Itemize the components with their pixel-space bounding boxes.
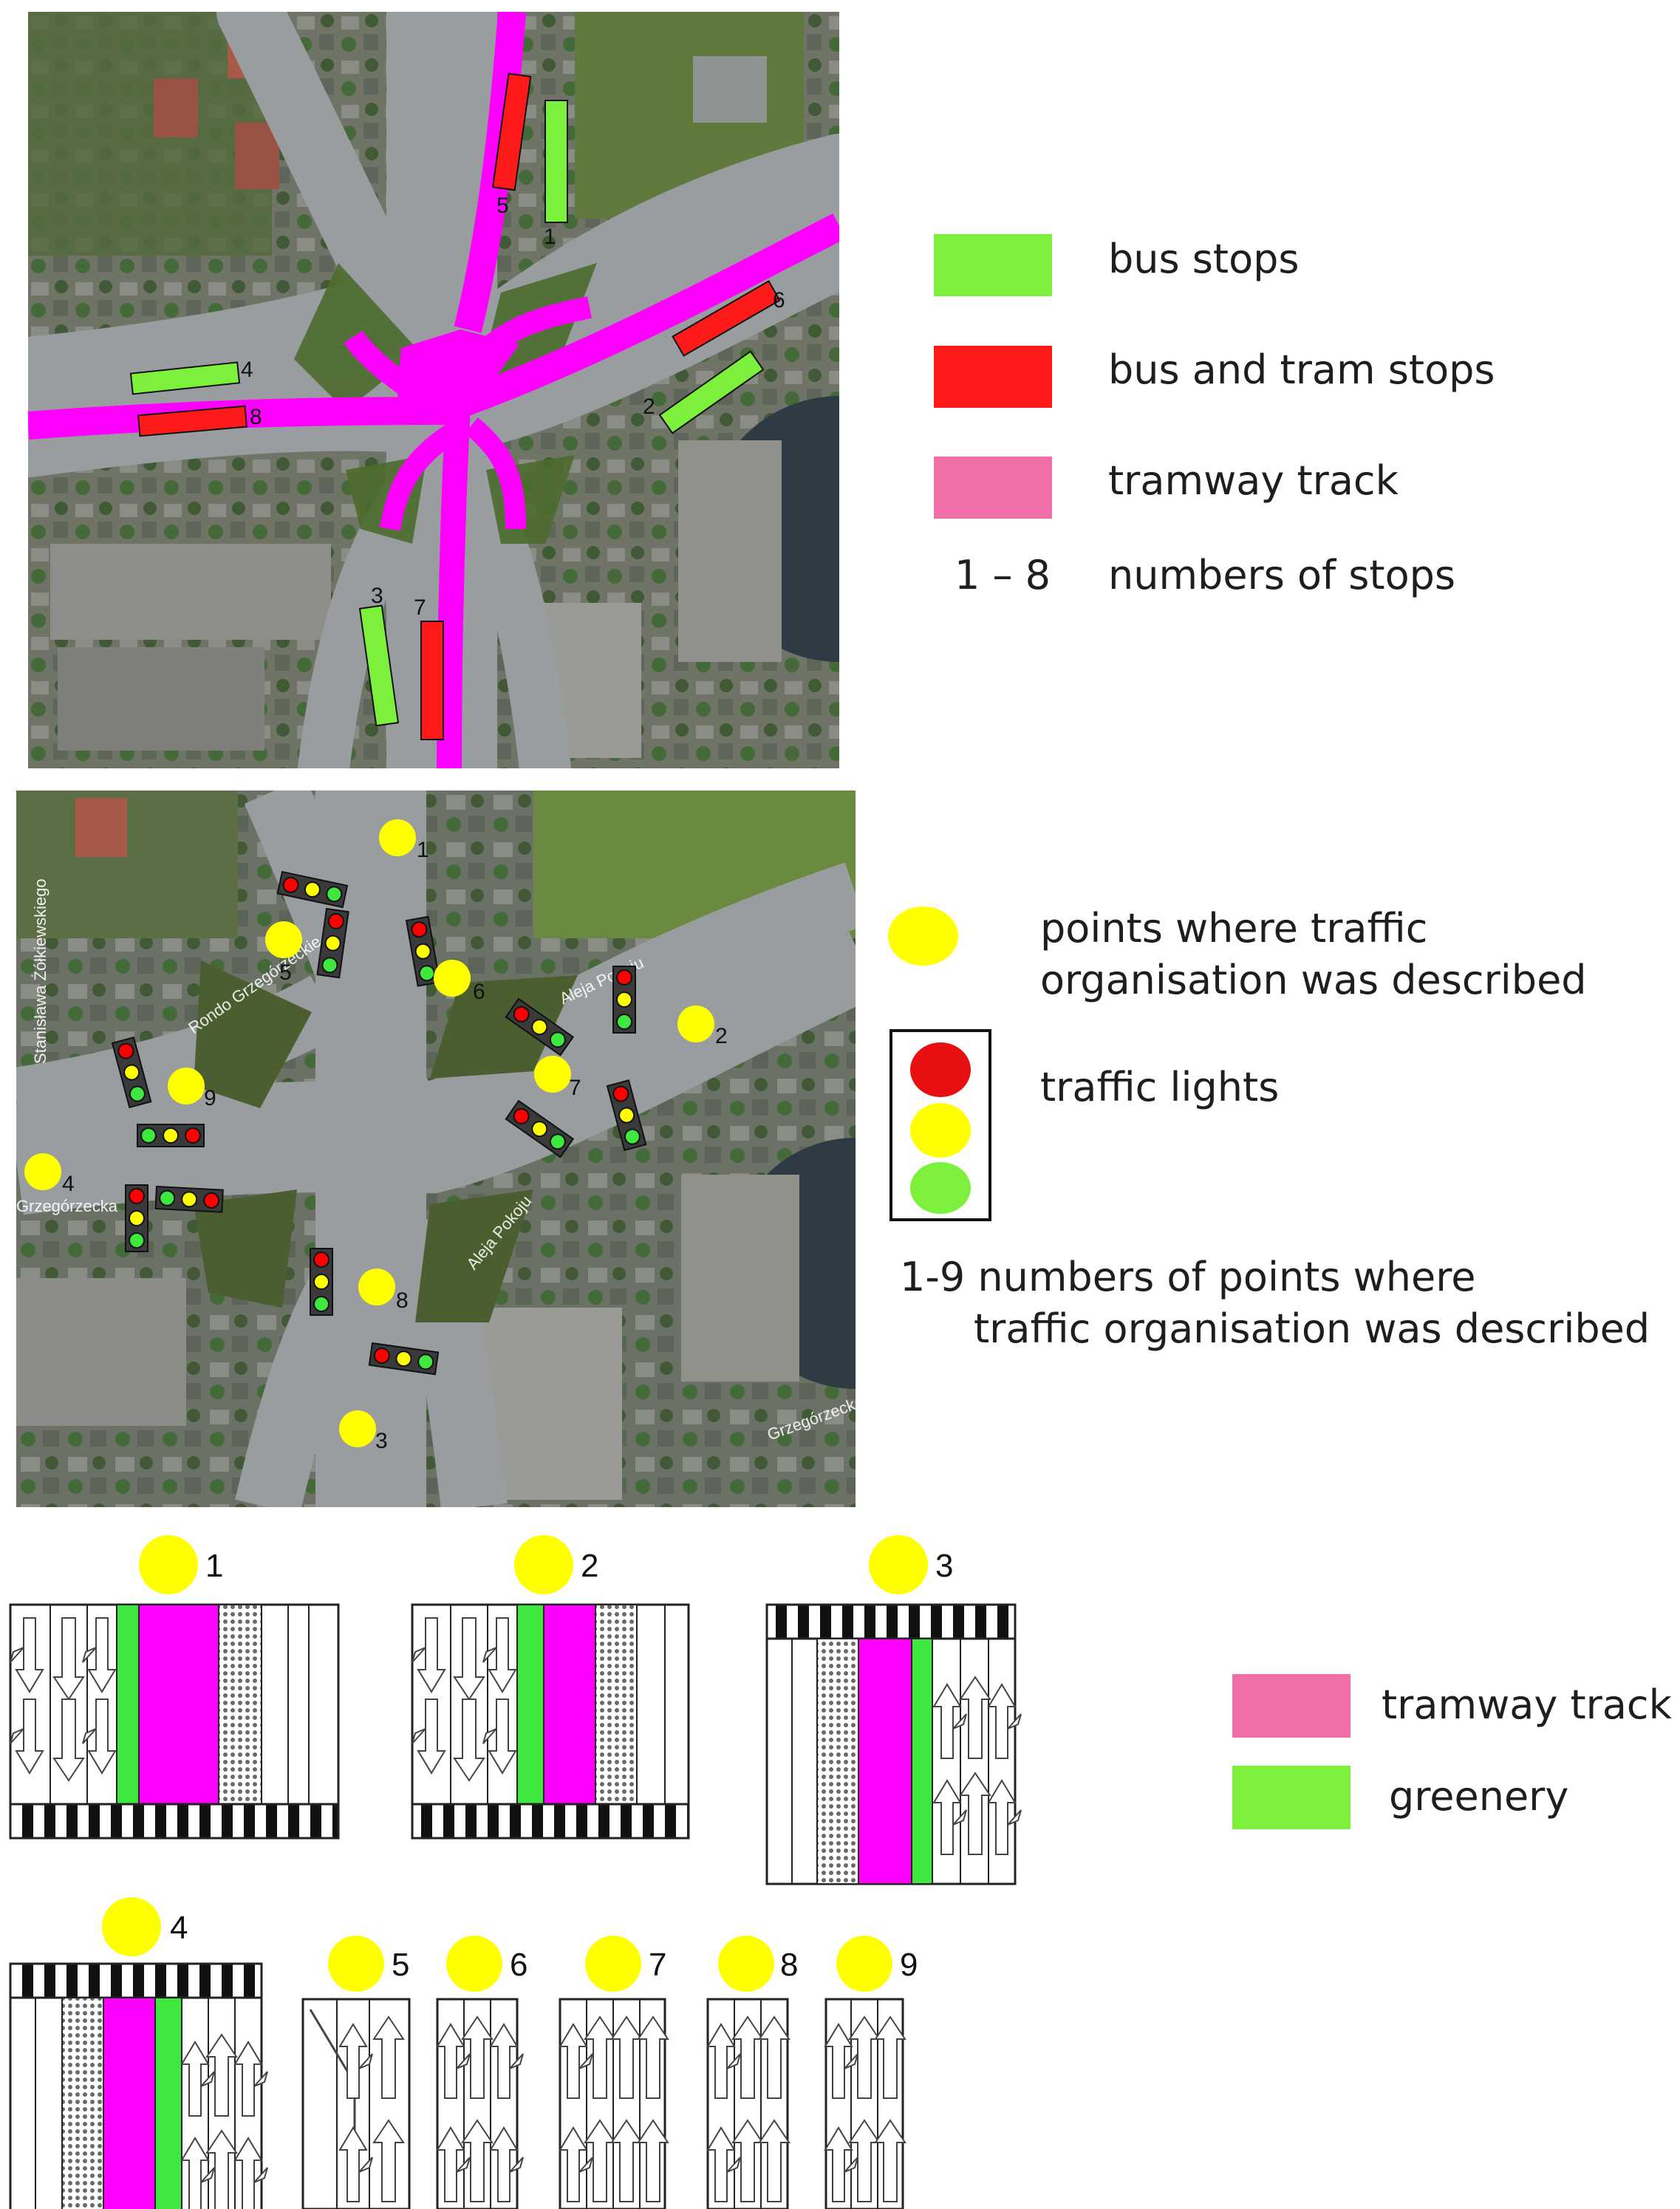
traffic-light xyxy=(405,915,441,987)
diagram-point-2 xyxy=(514,1535,573,1594)
point-number-2: 2 xyxy=(715,1024,728,1048)
point-number-4: 4 xyxy=(62,1172,75,1196)
diagram-point-9 xyxy=(836,1936,892,1992)
point-number-6: 6 xyxy=(473,980,485,1004)
point-number-8: 8 xyxy=(396,1288,409,1313)
lane-diagram-7: 7 xyxy=(559,1936,669,2209)
diagram-number-5: 5 xyxy=(392,1947,409,1983)
legend-point-icon xyxy=(888,907,958,966)
point-number-1: 1 xyxy=(417,838,429,862)
traffic-light xyxy=(316,907,349,979)
point-marker-9 xyxy=(168,1068,205,1104)
stop-number-4: 4 xyxy=(241,358,253,382)
point-marker-4 xyxy=(24,1153,61,1190)
stop-number-8: 8 xyxy=(250,405,262,429)
stop-number-5: 5 xyxy=(496,194,509,218)
street-label-grzegorzecka-1: Grzegórzecka xyxy=(16,1197,118,1215)
stop-number-3: 3 xyxy=(371,584,383,608)
diagram-point-3 xyxy=(869,1535,928,1594)
legend-traffic-light-icon xyxy=(889,1029,991,1221)
legend-swatch-tramway xyxy=(934,457,1052,519)
diagram-legend-swatch-tramway xyxy=(1232,1674,1351,1738)
diagram-point-7 xyxy=(585,1936,641,1992)
traffic-light xyxy=(111,1037,152,1109)
stops-map-image: 1 2 3 4 5 6 7 8 xyxy=(0,0,972,824)
legend-swatch-bus-tram-stops xyxy=(934,346,1052,408)
diagram-legend-swatch-greenery xyxy=(1232,1766,1351,1829)
legend-numbers-label: numbers of stops xyxy=(1108,552,1456,598)
traffic-light xyxy=(505,997,575,1056)
diagram-number-3: 3 xyxy=(935,1548,953,1584)
legend-swatch-bus-stops xyxy=(934,234,1052,296)
traffic-light xyxy=(125,1184,148,1252)
street-label-zolkiewskiego: Stanisława Żółkiewskiego xyxy=(31,878,49,1064)
diagram-point-8 xyxy=(718,1936,774,1992)
diagram-point-1 xyxy=(139,1535,198,1594)
legend-label-bus-stops: bus stops xyxy=(1108,236,1300,282)
point-marker-3 xyxy=(339,1410,376,1447)
traffic-points-map-image: Rondo Grzegórzeckie Aleja Pokoju Aleja P… xyxy=(9,776,981,1515)
legend-lights-label: traffic lights xyxy=(1040,1064,1280,1110)
legend-numbers-line1: 1-9 numbers of points where xyxy=(900,1254,1476,1300)
point-marker-8 xyxy=(358,1269,395,1305)
lane-diagram-3: 3 xyxy=(765,1535,1022,1885)
lane-diagram-1: 1 xyxy=(9,1535,340,1840)
stop-number-7: 7 xyxy=(414,595,426,620)
traffic-light xyxy=(606,1079,647,1152)
point-marker-7 xyxy=(534,1056,571,1093)
lane-diagram-9: 9 xyxy=(824,1936,918,2209)
traffic-light xyxy=(154,1185,224,1213)
diagram-point-4 xyxy=(102,1897,161,1956)
diagram-point-5 xyxy=(328,1936,384,1992)
stop-number-1: 1 xyxy=(544,225,556,249)
traffic-points-map: Rondo Grzegórzeckie Aleja Pokoju Aleja P… xyxy=(9,776,981,1515)
diagram-legend-label-greenery: greenery xyxy=(1389,1773,1568,1820)
diagram-number-4: 4 xyxy=(170,1910,188,1946)
traffic-light xyxy=(505,1099,575,1158)
diagram-number-9: 9 xyxy=(900,1947,918,1983)
lane-diagrams: 1 2 3 xyxy=(9,1535,1673,2209)
lane-diagram-6: 6 xyxy=(436,1936,527,2209)
traffic-light xyxy=(137,1124,205,1147)
traffic-light xyxy=(276,870,349,909)
legend-numbers-line2: traffic organisation was described xyxy=(974,1305,1650,1352)
legend-label-bus-tram-stops: bus and tram stops xyxy=(1108,346,1495,393)
point-marker-1 xyxy=(379,819,416,856)
point-marker-6 xyxy=(434,960,471,997)
diagram-legend-label-tramway: tramway track xyxy=(1382,1681,1673,1728)
point-number-3: 3 xyxy=(375,1429,388,1453)
stops-map: 1 2 3 4 5 6 7 8 xyxy=(0,0,972,824)
point-marker-2 xyxy=(677,1006,714,1042)
legend-points-label: points where traffic organisation was de… xyxy=(1040,905,1587,1003)
diagram-point-6 xyxy=(446,1936,502,1992)
stop-number-6: 6 xyxy=(773,288,785,313)
point-number-5: 5 xyxy=(279,960,292,985)
diagram-number-7: 7 xyxy=(649,1947,666,1983)
point-number-7: 7 xyxy=(569,1076,581,1100)
traffic-light xyxy=(310,1248,333,1316)
traffic-light xyxy=(368,1342,440,1376)
lane-diagram-4: 4 xyxy=(9,1897,268,2209)
diagram-number-8: 8 xyxy=(780,1947,798,1983)
diagram-number-1: 1 xyxy=(205,1548,223,1584)
point-marker-5 xyxy=(265,921,302,958)
stop-number-2: 2 xyxy=(643,395,655,419)
diagram-number-2: 2 xyxy=(581,1548,598,1584)
lane-diagram-2: 2 xyxy=(411,1535,690,1840)
traffic-light xyxy=(612,966,636,1034)
lane-diagram-5: 5 xyxy=(301,1936,411,2209)
point-number-9: 9 xyxy=(204,1086,216,1110)
lane-diagram-8: 8 xyxy=(706,1936,798,2209)
legend-label-tramway: tramway track xyxy=(1108,457,1399,504)
diagram-number-6: 6 xyxy=(510,1947,527,1983)
legend-numbers-key: 1 – 8 xyxy=(955,552,1051,598)
